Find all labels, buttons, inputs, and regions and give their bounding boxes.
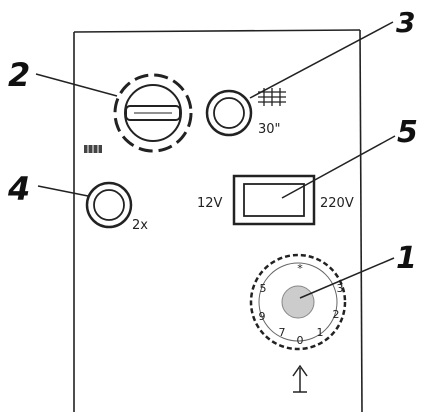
callout-leaders xyxy=(35,21,396,299)
callout-2: 2 xyxy=(8,56,30,94)
callout-1: 1 xyxy=(396,241,417,276)
voltage-220v-label: 220V xyxy=(320,196,354,211)
callout-4: 4 xyxy=(7,170,30,208)
dial-number: * xyxy=(297,262,303,275)
dial-number: 9 xyxy=(259,310,266,323)
double-button-2x[interactable] xyxy=(85,181,133,229)
callout-5: 5 xyxy=(397,115,418,150)
voltage-switch[interactable] xyxy=(232,174,316,226)
dial-number: 3 xyxy=(337,282,344,295)
dial-number: 5 xyxy=(260,282,267,295)
voltage-12v-label: 12V xyxy=(197,196,223,211)
timer-button-30[interactable] xyxy=(205,89,253,137)
panel-outline xyxy=(73,29,363,412)
stand-arrow-icon xyxy=(292,364,308,393)
dial-number: 0 xyxy=(297,334,304,347)
dial-numbers: 3 2 1 0 7 9 5 * xyxy=(259,262,344,347)
dial-number: 2 xyxy=(333,308,340,321)
battery-icon xyxy=(84,145,102,153)
button-30-label: 30" xyxy=(258,122,281,137)
dial-number: 7 xyxy=(279,326,286,339)
dial-number: 1 xyxy=(317,326,324,339)
callout-3: 3 xyxy=(396,6,415,39)
numbered-selector-dial[interactable] xyxy=(249,253,347,351)
button-2x-label: 2x xyxy=(132,218,148,233)
large-rotary-knob[interactable] xyxy=(113,73,193,153)
